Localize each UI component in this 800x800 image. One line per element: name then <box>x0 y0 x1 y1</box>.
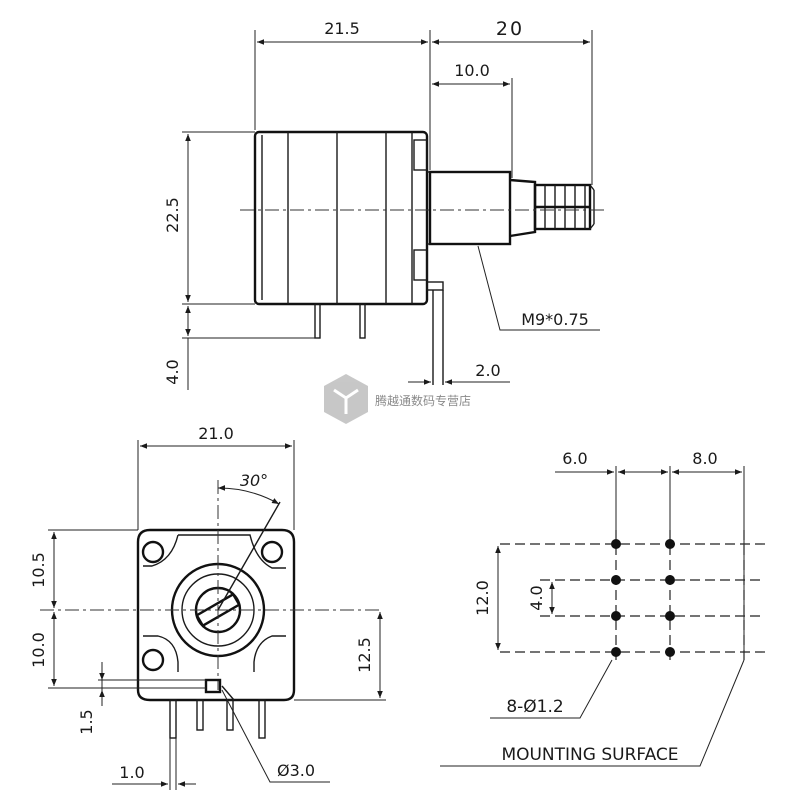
dim-col-spacing-1: 6.0 <box>562 449 587 468</box>
front-pin <box>196 699 204 731</box>
mounting-hole <box>260 540 284 564</box>
mounting-hole <box>141 648 165 672</box>
hole-layout: 6.0 8.0 12.0 4.0 8-Ø1.2 MOUNTING SURFACE <box>440 449 765 767</box>
dim-right: 12.5 <box>355 637 374 673</box>
pot-body-outline <box>253 130 429 306</box>
pcb-hole <box>611 575 621 585</box>
front-pin <box>226 699 234 731</box>
surface-label: MOUNTING SURFACE <box>501 745 678 765</box>
hole-spec: 8-Ø1.2 <box>506 697 563 717</box>
terminal-pin <box>314 303 321 339</box>
threaded-bushing <box>428 170 512 246</box>
shaft-slot <box>195 592 241 628</box>
dim-thread-length: 10.0 <box>454 61 490 80</box>
dim-pin-width: 1.0 <box>119 763 144 782</box>
dim-angle: 30° <box>240 471 268 490</box>
watermark: 腾越通数码专营店 <box>324 374 471 424</box>
pcb-hole <box>665 575 675 585</box>
dim-col-spacing-2: 8.0 <box>692 449 717 468</box>
front-body-outline <box>136 528 296 702</box>
dim-pin-offset: 2.0 <box>475 361 500 380</box>
pcb-hole <box>611 611 621 621</box>
thread-spec: M9*0.75 <box>521 310 589 329</box>
front-tab <box>204 678 222 694</box>
dim-row-pitch: 4.0 <box>527 585 546 610</box>
dim-tab-diameter: Ø3.0 <box>277 761 315 780</box>
front-view: 30° 21.0 10.5 10.0 12.5 1.5 <box>29 424 386 790</box>
front-pin <box>169 699 177 739</box>
mounting-hole <box>141 540 165 564</box>
watermark-logo <box>324 374 368 424</box>
dim-body-length: 21.5 <box>324 19 360 38</box>
dim-upper: 10.5 <box>29 552 48 588</box>
thread-leader-line <box>477 245 600 331</box>
angle-arc <box>217 485 280 505</box>
pcb-hole <box>665 611 675 621</box>
dim-lower: 10.0 <box>29 632 48 668</box>
front-pin <box>258 699 266 739</box>
dim-tab: 1.5 <box>77 709 96 734</box>
side-view: 21.5 20 10.0 22.5 4.0 2.0 M9*0.75 <box>163 18 605 390</box>
pcb-hole <box>611 539 621 549</box>
dim-front-width: 21.0 <box>198 424 234 443</box>
pcb-hole <box>665 539 675 549</box>
dim-total-height: 12.0 <box>473 580 492 616</box>
anti-rotation-tab <box>426 281 444 291</box>
terminal-pin <box>359 303 366 339</box>
shaft-collar <box>509 178 537 238</box>
pcb-hole <box>665 647 675 657</box>
angle-line <box>217 501 281 611</box>
dim-pin-length: 4.0 <box>163 359 182 384</box>
watermark-text: 腾越通数码专营店 <box>375 393 471 408</box>
surface-leader <box>440 659 745 767</box>
hole-spec-leader <box>490 659 613 719</box>
tab-diameter-leader <box>221 689 330 783</box>
pcb-hole <box>611 647 621 657</box>
dim-height: 22.5 <box>163 197 182 233</box>
dim-shaft-total: 20 <box>496 18 524 40</box>
